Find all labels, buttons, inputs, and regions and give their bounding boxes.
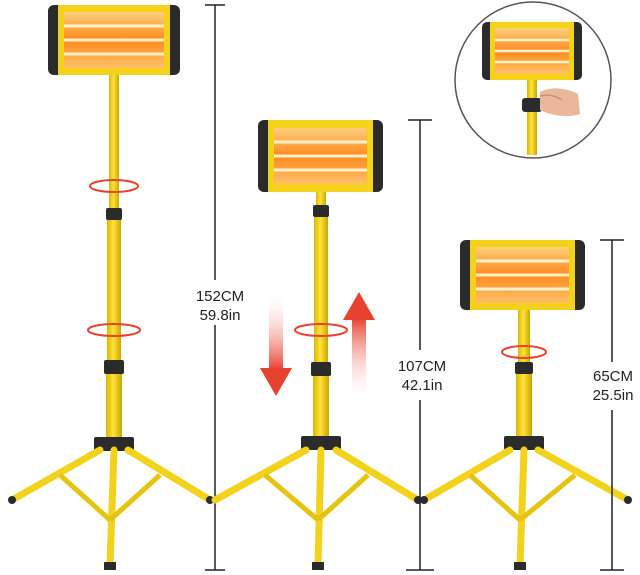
detail-inset [454,1,612,159]
height-inch-tall: 59.8in [199,307,241,324]
heater-mid [258,120,383,192]
heater-inset [482,22,582,80]
height-inch-mid: 42.1in [401,377,443,394]
measure-line-tall [205,4,225,571]
stand-tall [8,5,214,570]
heater-short [460,240,585,310]
hand-image [539,88,580,117]
arrow-down-icon [260,290,292,396]
height-cm-short: 65CM [592,368,633,385]
height-label-short: 65CM 25.5in [586,367,640,405]
stand-short [420,240,632,570]
height-inch-short: 25.5in [592,387,634,404]
measure-line-short [600,239,624,571]
heater-tall [48,5,180,75]
height-label-mid: 107CM 42.1in [390,357,454,395]
measure-line-mid [406,119,434,571]
height-label-tall: 152CM 59.8in [188,287,252,325]
height-cm-mid: 107CM [397,358,447,375]
height-cm-tall: 152CM [195,288,245,305]
stand-mid [211,120,422,570]
arrow-up-icon [343,292,375,402]
